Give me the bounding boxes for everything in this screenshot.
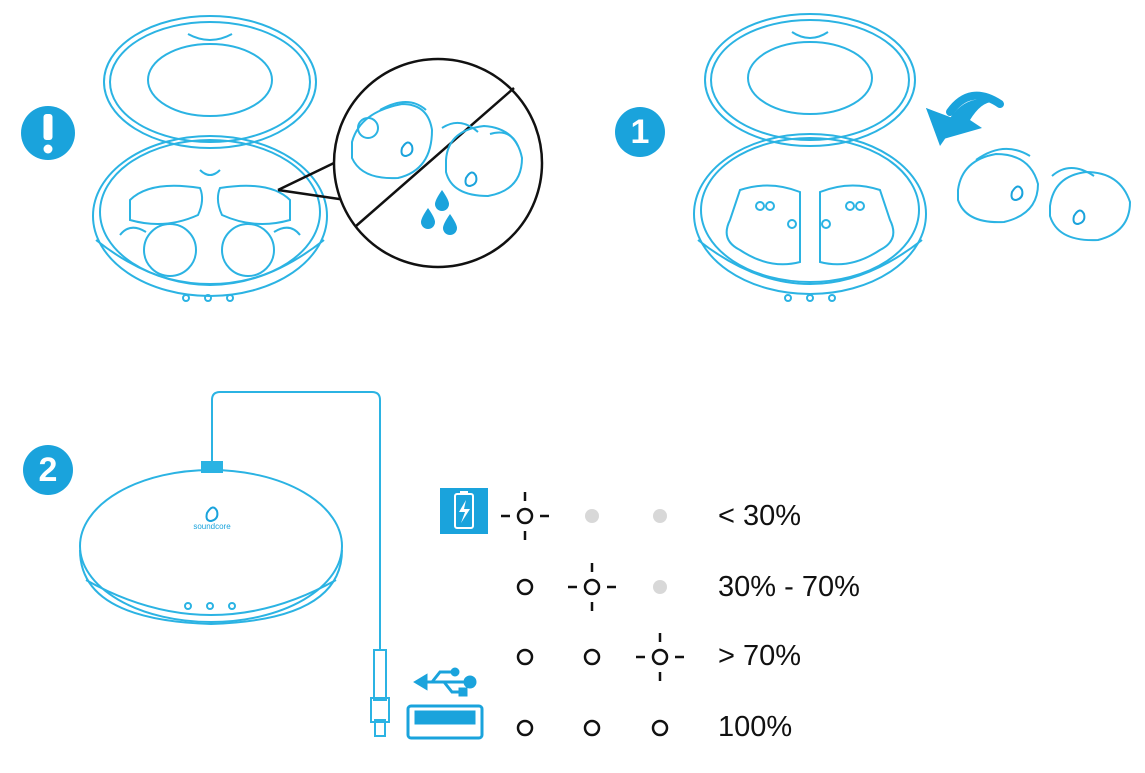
step1-number-badge <box>615 107 665 157</box>
led-on-indicator <box>516 578 534 596</box>
battery-level-label: 30% - 70% <box>718 571 860 603</box>
step2-number-badge <box>23 445 73 495</box>
case-lid-open <box>704 13 916 147</box>
battery-level-label: 100% <box>718 711 793 743</box>
battery-charging-icon <box>440 488 488 534</box>
brand-logo <box>205 506 219 523</box>
led-on-indicator <box>583 648 601 666</box>
exclamation-icon <box>21 106 75 160</box>
battery-led-indicators <box>501 492 684 737</box>
battery-level-label: < 30% <box>718 500 802 532</box>
magnified-wet-earbuds <box>277 57 544 269</box>
led-on-indicator <box>583 719 601 737</box>
led-on-indicator <box>651 719 669 737</box>
battery-level-label: > 70% <box>718 640 802 672</box>
step1-number: 1 <box>630 112 650 151</box>
case-brand-text: soundcore <box>193 522 231 531</box>
empty-case-base <box>693 133 927 295</box>
warning-panel <box>92 15 328 302</box>
usb-icon <box>413 667 477 697</box>
usb-cable <box>201 391 390 737</box>
led-off-indicator <box>653 509 667 523</box>
usb-port-icon <box>406 704 484 740</box>
step2-number: 2 <box>38 450 58 489</box>
water-drop-icon <box>421 190 457 235</box>
closed-charging-case <box>79 469 343 626</box>
step1-panel <box>693 13 927 302</box>
led-off-indicator <box>585 509 599 523</box>
led-blink-indicator <box>568 563 616 611</box>
removed-earbuds <box>957 148 1132 242</box>
rotate-arrow-icon <box>926 91 1004 146</box>
led-off-indicator <box>653 580 667 594</box>
case-led-dots <box>784 294 836 302</box>
case-lid <box>103 15 317 149</box>
led-on-indicator <box>516 719 534 737</box>
case-led-dots <box>182 294 234 302</box>
led-on-indicator <box>516 648 534 666</box>
led-blink-indicator <box>501 492 549 540</box>
case-base <box>92 135 328 297</box>
led-blink-indicator <box>636 633 684 681</box>
